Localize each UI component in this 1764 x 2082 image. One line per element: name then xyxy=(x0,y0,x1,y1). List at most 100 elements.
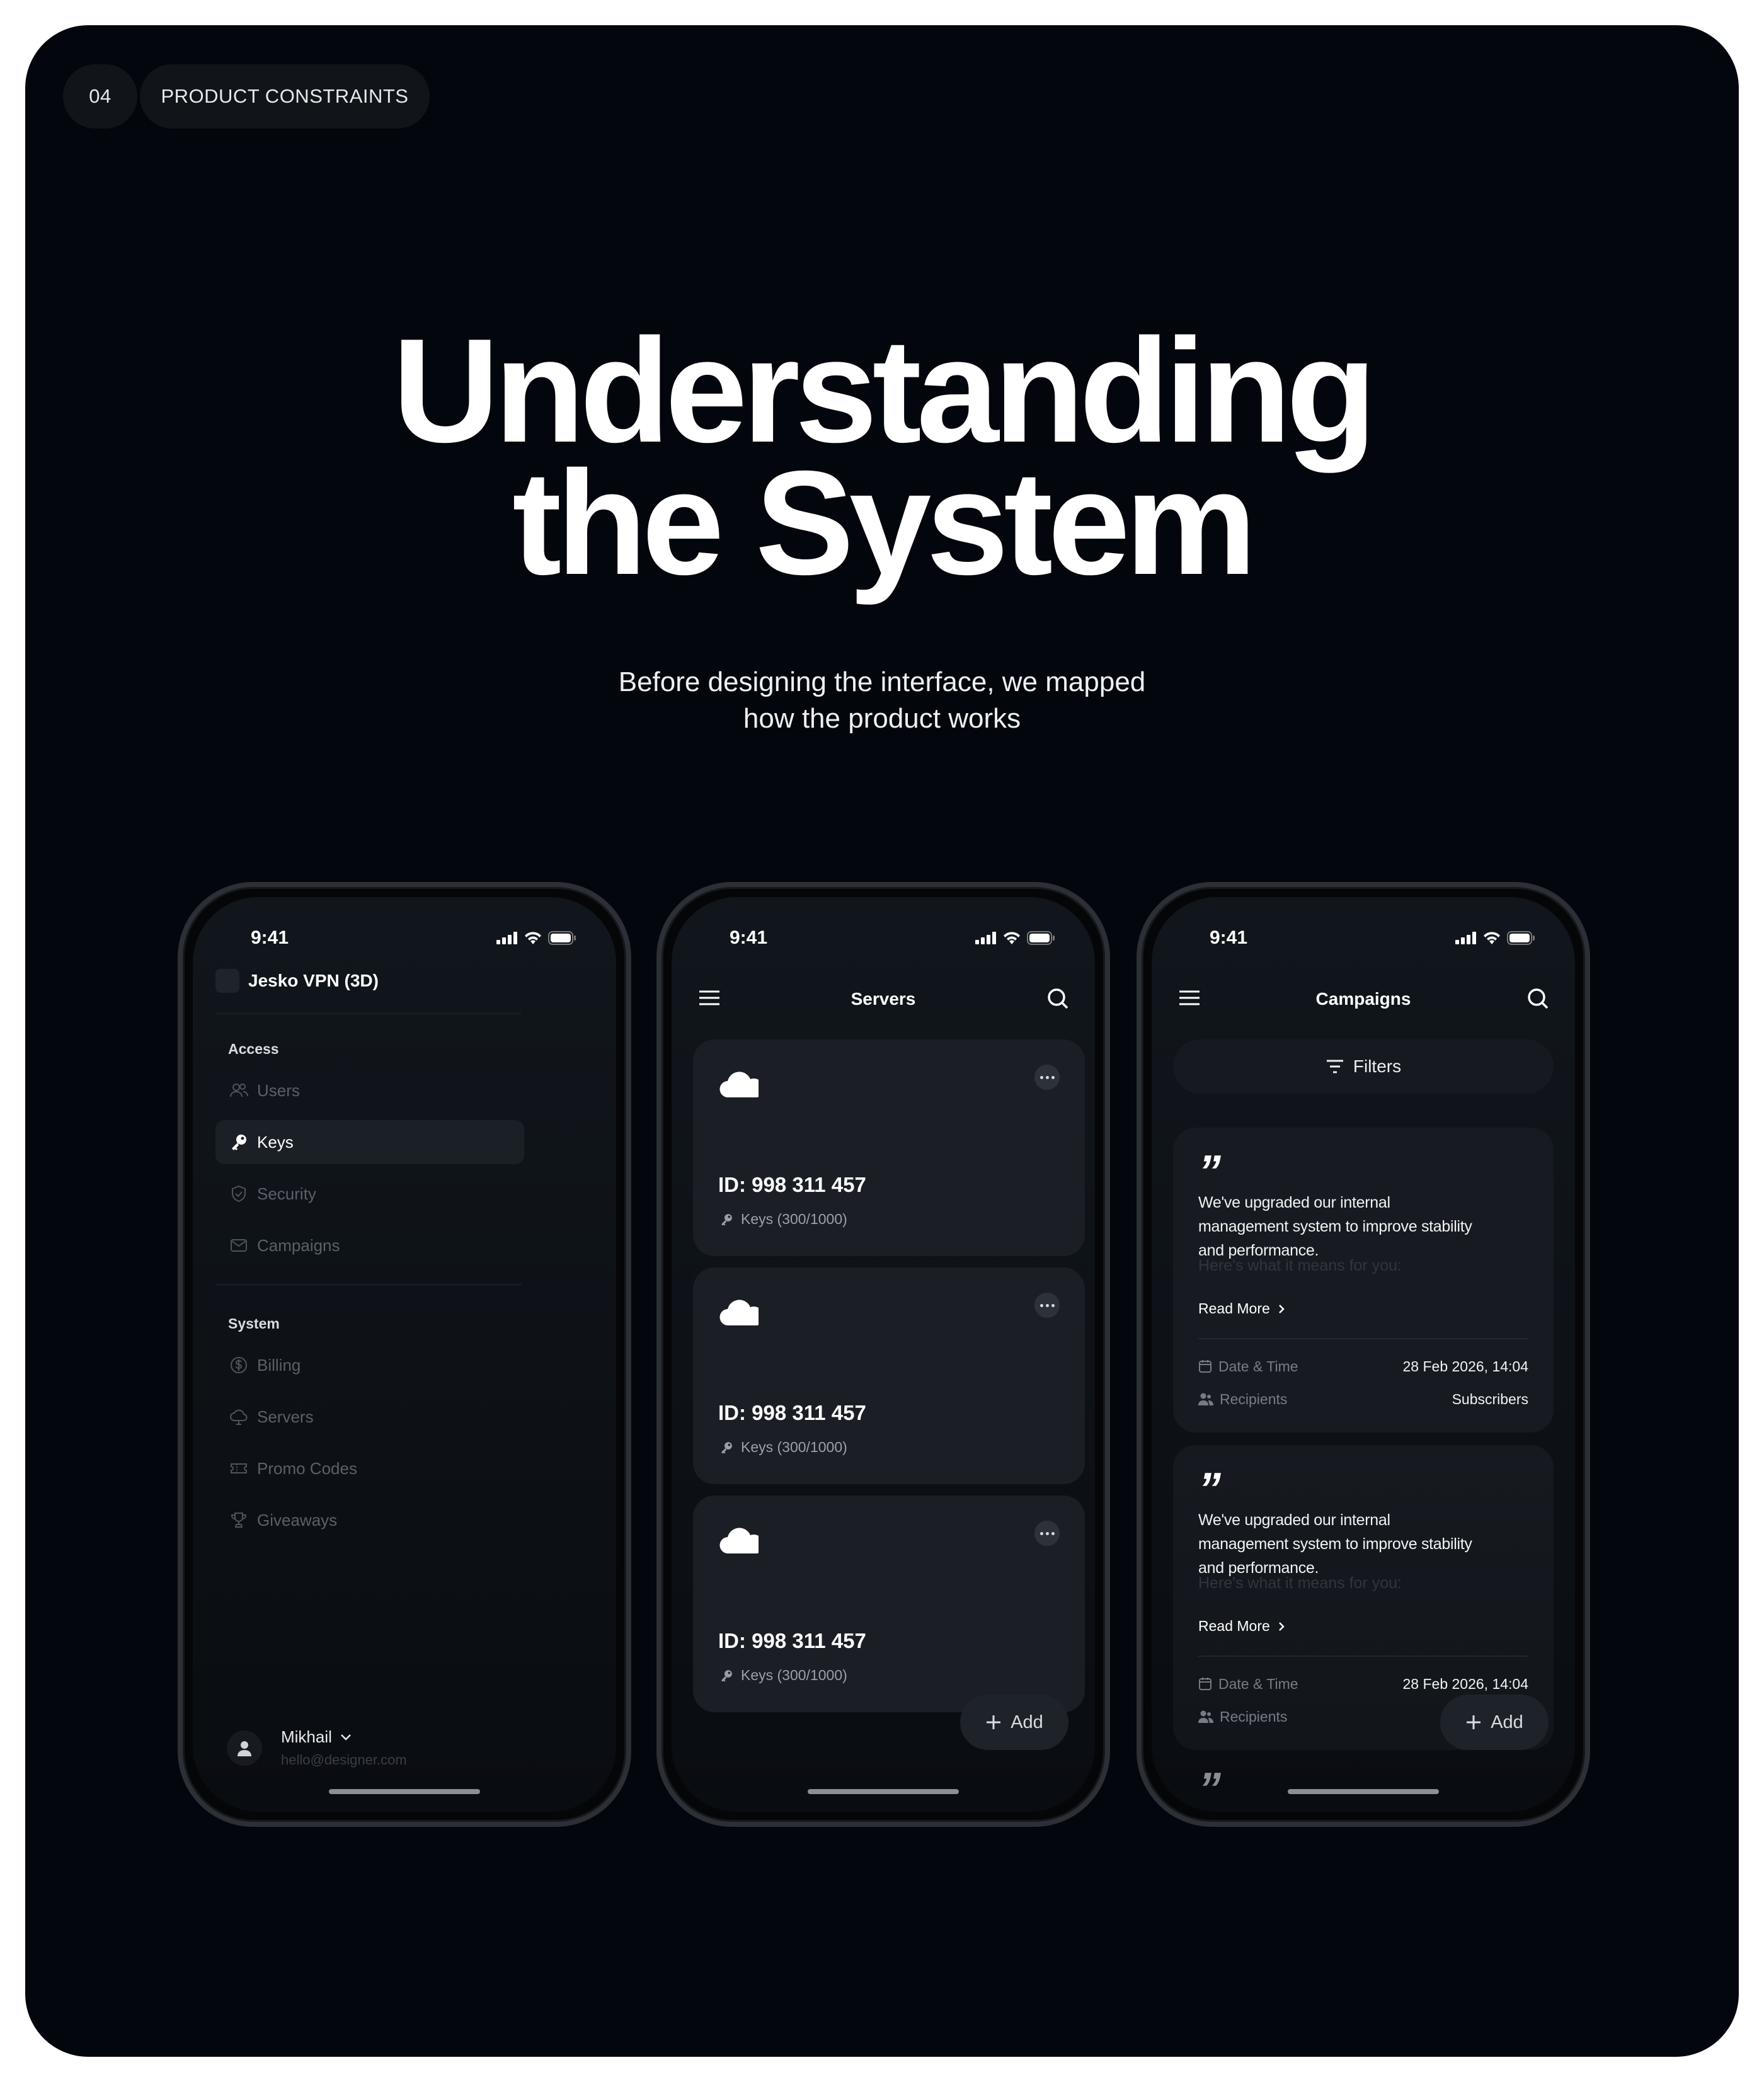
more-options-button[interactable] xyxy=(1034,1521,1060,1546)
users-icon xyxy=(1198,1710,1213,1723)
wifi-icon xyxy=(1484,932,1500,944)
sidebar-item-keys[interactable]: Keys xyxy=(215,1120,524,1164)
section-title-system: System xyxy=(228,1315,280,1332)
status-icons xyxy=(496,931,576,945)
status-bar: 9:41 xyxy=(1152,927,1575,952)
sidebar-item-promo-codes[interactable]: Promo Codes xyxy=(215,1446,524,1490)
hero-title: Understanding the System xyxy=(25,316,1739,605)
presentation-canvas: 04 PRODUCT CONSTRAINTS Understanding the… xyxy=(25,25,1739,2057)
top-bar: Campaigns xyxy=(1152,981,1575,1017)
recipients-label: Recipients xyxy=(1220,1708,1288,1725)
status-bar: 9:41 xyxy=(193,927,616,952)
server-id: ID: 998 311 457 xyxy=(718,1401,866,1424)
sidebar-item-label: Security xyxy=(257,1184,316,1203)
signal-icon xyxy=(496,932,517,944)
server-keys-label: Keys (300/1000) xyxy=(741,1439,847,1455)
date-value: 28 Feb 2026, 14:04 xyxy=(1402,1675,1529,1692)
campaign-message: We've upgraded our internal management s… xyxy=(1198,1194,1472,1259)
sidebar-item-campaigns[interactable]: Campaigns xyxy=(215,1223,524,1267)
user-profile[interactable]: Mikhail hello@designer.com xyxy=(227,1727,407,1768)
trophy-icon xyxy=(231,1513,247,1528)
key-icon xyxy=(721,1669,732,1682)
filters-label: Filters xyxy=(1353,1056,1402,1076)
server-keys: Keys (300/1000) xyxy=(719,1667,847,1684)
battery-icon xyxy=(1027,931,1055,945)
sidebar-item-label: Promo Codes xyxy=(257,1458,357,1478)
phone-campaigns: 9:41 Campaigns Filters ” We've upgraded … xyxy=(1137,882,1590,1827)
date-row: Date & Time 28 Feb 2026, 14:04 xyxy=(1198,1673,1528,1695)
divider xyxy=(215,1284,522,1285)
filter-icon xyxy=(1326,1060,1343,1073)
key-icon xyxy=(721,1441,732,1454)
shield-icon xyxy=(232,1185,246,1203)
date-label: Date & Time xyxy=(1218,1675,1298,1692)
search-icon[interactable] xyxy=(1046,987,1070,1010)
phone-screen: 9:41 Servers ID: 998 311 457 Keys (300 xyxy=(672,897,1095,1812)
sidebar-item-users[interactable]: Users xyxy=(215,1068,524,1112)
recipients-key: Recipients xyxy=(1198,1708,1287,1725)
divider xyxy=(1198,1656,1528,1657)
sidebar-item-label: Users xyxy=(257,1080,300,1100)
status-icons xyxy=(975,931,1055,945)
menu-icon[interactable] xyxy=(1178,989,1201,1007)
sidebar-item-label: Billing xyxy=(257,1355,301,1375)
signal-icon xyxy=(975,932,996,944)
more-options-button[interactable] xyxy=(1034,1293,1060,1318)
hero-subtitle-line1: Before designing the interface, we mappe… xyxy=(618,666,1146,697)
workspace-switcher[interactable]: Jesko VPN (3D) xyxy=(215,969,379,993)
campaign-card[interactable]: ” We've upgraded our internal management… xyxy=(1173,1128,1554,1433)
recipients-value: Subscribers xyxy=(1452,1390,1528,1407)
recipients-row: Recipients Subscribers xyxy=(1198,1388,1528,1410)
divider xyxy=(215,1013,522,1014)
dollar-icon xyxy=(231,1357,247,1373)
avatar xyxy=(227,1730,262,1766)
battery-icon xyxy=(1507,931,1535,945)
wifi-icon xyxy=(1004,932,1020,944)
add-button[interactable]: Add xyxy=(960,1695,1068,1750)
server-card[interactable]: ID: 998 311 457 Keys (300/1000) xyxy=(693,1496,1085,1712)
add-button[interactable]: Add xyxy=(1440,1695,1549,1750)
quote-icon: ” xyxy=(1198,1147,1221,1197)
sidebar-item-billing[interactable]: Billing xyxy=(215,1343,524,1387)
hero-title-line2: the System xyxy=(512,440,1257,605)
user-email: hello@designer.com xyxy=(281,1752,407,1768)
server-card[interactable]: ID: 998 311 457 Keys (300/1000) xyxy=(693,1267,1085,1484)
home-indicator xyxy=(329,1789,480,1794)
chevron-down-icon xyxy=(341,1734,351,1741)
sidebar-item-servers[interactable]: Servers xyxy=(215,1395,524,1439)
quote-icon: ” xyxy=(1198,1464,1221,1514)
cloud-icon xyxy=(719,1528,759,1553)
recipients-label: Recipients xyxy=(1220,1390,1288,1407)
phone-servers: 9:41 Servers ID: 998 311 457 Keys (300 xyxy=(656,882,1110,1827)
server-id: ID: 998 311 457 xyxy=(718,1629,866,1652)
home-indicator xyxy=(1288,1789,1439,1794)
section-label: PRODUCT CONSTRAINTS xyxy=(140,64,430,129)
menu-icon[interactable] xyxy=(698,989,721,1007)
server-id: ID: 998 311 457 xyxy=(718,1173,866,1196)
date-key: Date & Time xyxy=(1198,1358,1298,1375)
server-keys-label: Keys (300/1000) xyxy=(741,1211,847,1227)
top-bar: Servers xyxy=(672,981,1095,1017)
user-name: Mikhail xyxy=(281,1727,332,1746)
sidebar-item-giveaways[interactable]: Giveaways xyxy=(215,1498,524,1542)
add-button-label: Add xyxy=(1491,1712,1523,1732)
read-more-link[interactable]: Read More xyxy=(1198,1300,1285,1317)
workspace-logo xyxy=(215,969,239,993)
more-options-button[interactable] xyxy=(1034,1065,1060,1090)
page-title: Campaigns xyxy=(1315,989,1411,1009)
recipients-key: Recipients xyxy=(1198,1391,1287,1408)
sidebar-item-label: Keys xyxy=(257,1132,294,1152)
read-more-link[interactable]: Read More xyxy=(1198,1618,1285,1635)
search-icon[interactable] xyxy=(1526,987,1550,1010)
campaign-message-faded: Here's what it means for you: xyxy=(1198,1257,1402,1274)
home-indicator xyxy=(808,1789,959,1794)
read-more-label: Read More xyxy=(1198,1618,1270,1634)
status-icons xyxy=(1455,931,1535,945)
workspace-name: Jesko VPN (3D) xyxy=(248,971,379,990)
server-card[interactable]: ID: 998 311 457 Keys (300/1000) xyxy=(693,1039,1085,1256)
ticket-icon xyxy=(231,1463,247,1473)
filters-button[interactable]: Filters xyxy=(1173,1039,1554,1094)
page-title: Servers xyxy=(850,989,916,1009)
sidebar-item-security[interactable]: Security xyxy=(215,1172,524,1216)
battery-icon xyxy=(548,931,576,945)
